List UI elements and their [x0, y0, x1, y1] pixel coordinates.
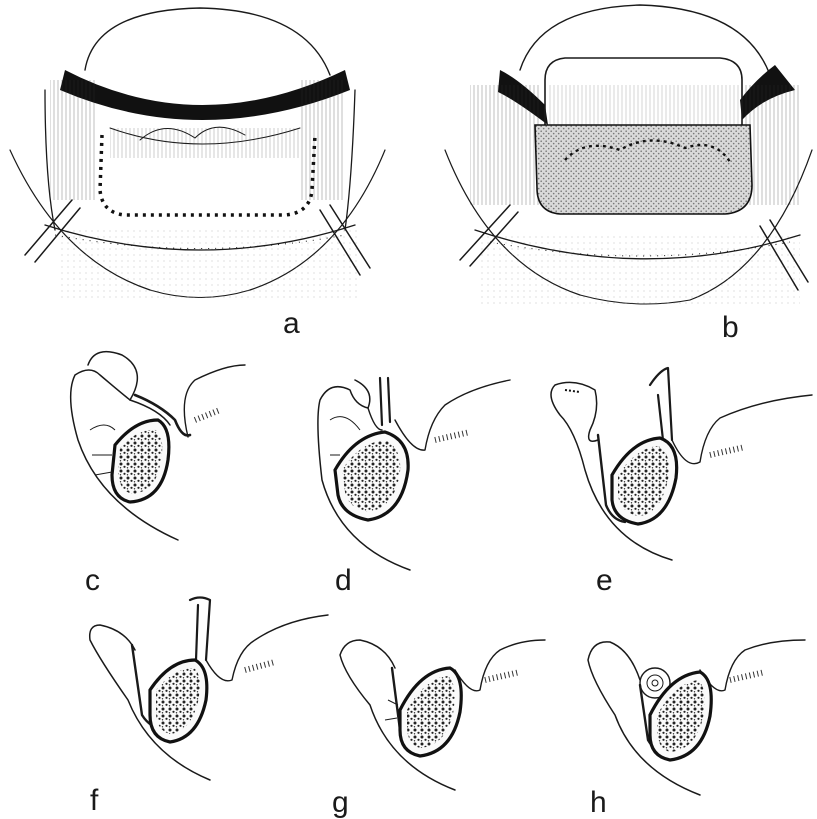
panel-h: h: [588, 640, 805, 819]
panel-label-c: c: [85, 564, 100, 597]
panel-d: d: [318, 378, 510, 597]
panel-label-a: a: [283, 307, 300, 340]
panel-b: b: [445, 5, 812, 344]
panel-label-b: b: [722, 311, 739, 344]
panel-label-d: d: [335, 564, 352, 597]
panel-a: a: [10, 8, 385, 340]
panel-label-h: h: [590, 786, 607, 819]
panel-label-f: f: [90, 784, 99, 817]
panel-e: e: [551, 368, 812, 597]
panel-f: f: [90, 598, 328, 818]
panel-c: c: [71, 352, 245, 597]
panel-label-e: e: [596, 564, 613, 597]
panel-label-g: g: [332, 786, 349, 819]
panel-g: g: [332, 640, 545, 819]
